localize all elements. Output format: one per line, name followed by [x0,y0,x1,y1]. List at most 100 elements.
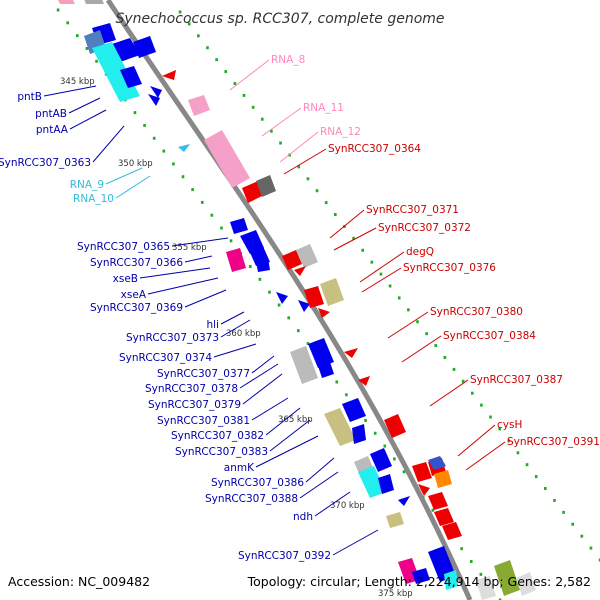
gene-feature[interactable] [412,462,432,482]
gene-feature[interactable] [434,508,454,526]
gene-label[interactable]: cysH [497,419,522,431]
gc-dot [287,316,291,320]
gene-feature[interactable] [178,144,190,152]
gene-feature[interactable] [384,414,406,438]
gene-feature[interactable] [418,484,430,496]
gene-label[interactable]: RNA_9 [70,179,104,191]
gene-label[interactable]: SynRCC307_0366 [90,257,183,269]
gene-feature[interactable] [428,456,446,470]
gene-feature[interactable] [318,362,334,378]
gene-label[interactable]: SynRCC307_0376 [403,262,496,274]
gene-feature[interactable] [412,568,430,584]
gene-feature[interactable] [324,408,356,446]
gene-label[interactable]: RNA_11 [303,102,344,114]
gene-feature[interactable] [294,266,306,276]
gene-label[interactable]: SynRCC307_0388 [205,493,298,505]
gene-feature[interactable] [162,70,176,80]
gene-label[interactable]: ndh [293,511,313,523]
gene-label[interactable]: SynRCC307_0380 [430,306,523,318]
leader-line [184,255,213,263]
gene-feature[interactable] [82,0,104,4]
leader-line [279,131,319,163]
gene-feature[interactable] [370,448,392,472]
gene-feature[interactable] [476,576,496,600]
gene-feature[interactable] [352,424,366,444]
gene-label[interactable]: SynRCC307_0371 [366,204,459,216]
gene-label[interactable]: SynRCC307_0384 [443,330,536,342]
gene-feature[interactable] [55,0,75,4]
gene-feature[interactable] [344,348,358,358]
gene-feature[interactable] [296,244,318,268]
gc-dot [498,598,502,600]
gene-feature[interactable] [358,376,370,386]
gene-feature[interactable] [342,398,366,422]
gene-label[interactable]: SynRCC307_0369 [90,302,183,314]
gc-dot [416,320,419,324]
gene-feature[interactable] [276,292,288,304]
gene-label[interactable]: SynRCC307_0392 [238,550,331,562]
gene-feature[interactable] [150,86,162,98]
gene-feature[interactable] [204,130,250,188]
gene-feature[interactable] [434,470,452,488]
gene-label[interactable]: pntAA [36,124,69,136]
gene-label[interactable]: SynRCC307_0386 [211,477,304,489]
gene-feature[interactable] [320,278,344,306]
gene-feature[interactable] [226,248,246,272]
gene-label[interactable]: anmK [224,462,255,474]
gene-label[interactable]: SynRCC307_0379 [148,399,241,411]
gene-feature[interactable] [378,474,394,494]
gene-feature[interactable] [358,466,386,498]
gene-feature[interactable] [304,286,324,308]
gene-feature[interactable] [133,36,156,58]
gene-feature[interactable] [298,300,310,312]
gene-feature[interactable] [444,570,458,590]
gene-feature[interactable] [230,218,248,234]
gene-label[interactable]: SynRCC307_0363 [0,157,91,169]
gene-label[interactable]: RNA_10 [73,193,114,205]
gene-label[interactable]: SynRCC307_0391 [507,436,600,448]
gene-label[interactable]: SynRCC307_0387 [470,374,563,386]
gene-label[interactable]: pntB [17,91,42,103]
gene-label[interactable]: xseA [121,289,147,301]
gc-dot [306,341,310,345]
gene-feature[interactable] [516,572,536,596]
map-title: Synechococcus sp. RCC307, complete genom… [115,11,444,27]
gene-feature[interactable] [188,95,210,116]
gene-label[interactable]: pntAB [35,108,67,120]
gene-label[interactable]: RNA_8 [271,54,305,66]
kbp-label: 365 kbp [278,415,313,425]
gene-label[interactable]: SynRCC307_0372 [378,222,471,234]
gene-feature[interactable] [398,496,410,506]
gene-label[interactable]: SynRCC307_0383 [175,446,268,458]
gene-feature[interactable] [308,338,334,368]
gene-feature[interactable] [148,94,160,106]
gene-label[interactable]: SynRCC307_0365 [77,241,170,253]
gene-label[interactable]: SynRCC307_0381 [157,415,250,427]
gene-label[interactable]: SynRCC307_0378 [145,383,238,395]
gene-feature[interactable] [428,492,448,510]
gene-label[interactable]: hli [207,319,220,331]
gene-label[interactable]: xseB [113,273,138,285]
gene-label[interactable]: SynRCC307_0382 [171,430,264,442]
gene-label[interactable]: RNA_12 [320,126,361,138]
gene-feature[interactable] [120,66,142,88]
gene-label[interactable]: SynRCC307_0373 [126,332,219,344]
gene-feature[interactable] [318,308,330,318]
gc-dot [143,123,146,127]
gc-dot [373,431,377,435]
gene-feature[interactable] [290,346,318,384]
gene-label[interactable]: SynRCC307_0364 [328,143,421,155]
gene-label[interactable]: SynRCC307_0377 [157,368,250,380]
gene-feature[interactable] [494,560,520,596]
gene-feature[interactable] [242,181,262,203]
kbp-label: 345 kbp [60,77,95,87]
gene-feature[interactable] [442,522,462,540]
gene-label[interactable]: degQ [406,246,434,258]
gene-label[interactable]: SynRCC307_0374 [119,352,212,364]
gc-dot [76,34,79,38]
gc-dot [200,200,204,204]
gene-feature[interactable] [282,250,302,270]
gene-feature[interactable] [256,175,276,197]
gene-feature[interactable] [386,512,404,528]
gene-feature[interactable] [256,258,270,272]
